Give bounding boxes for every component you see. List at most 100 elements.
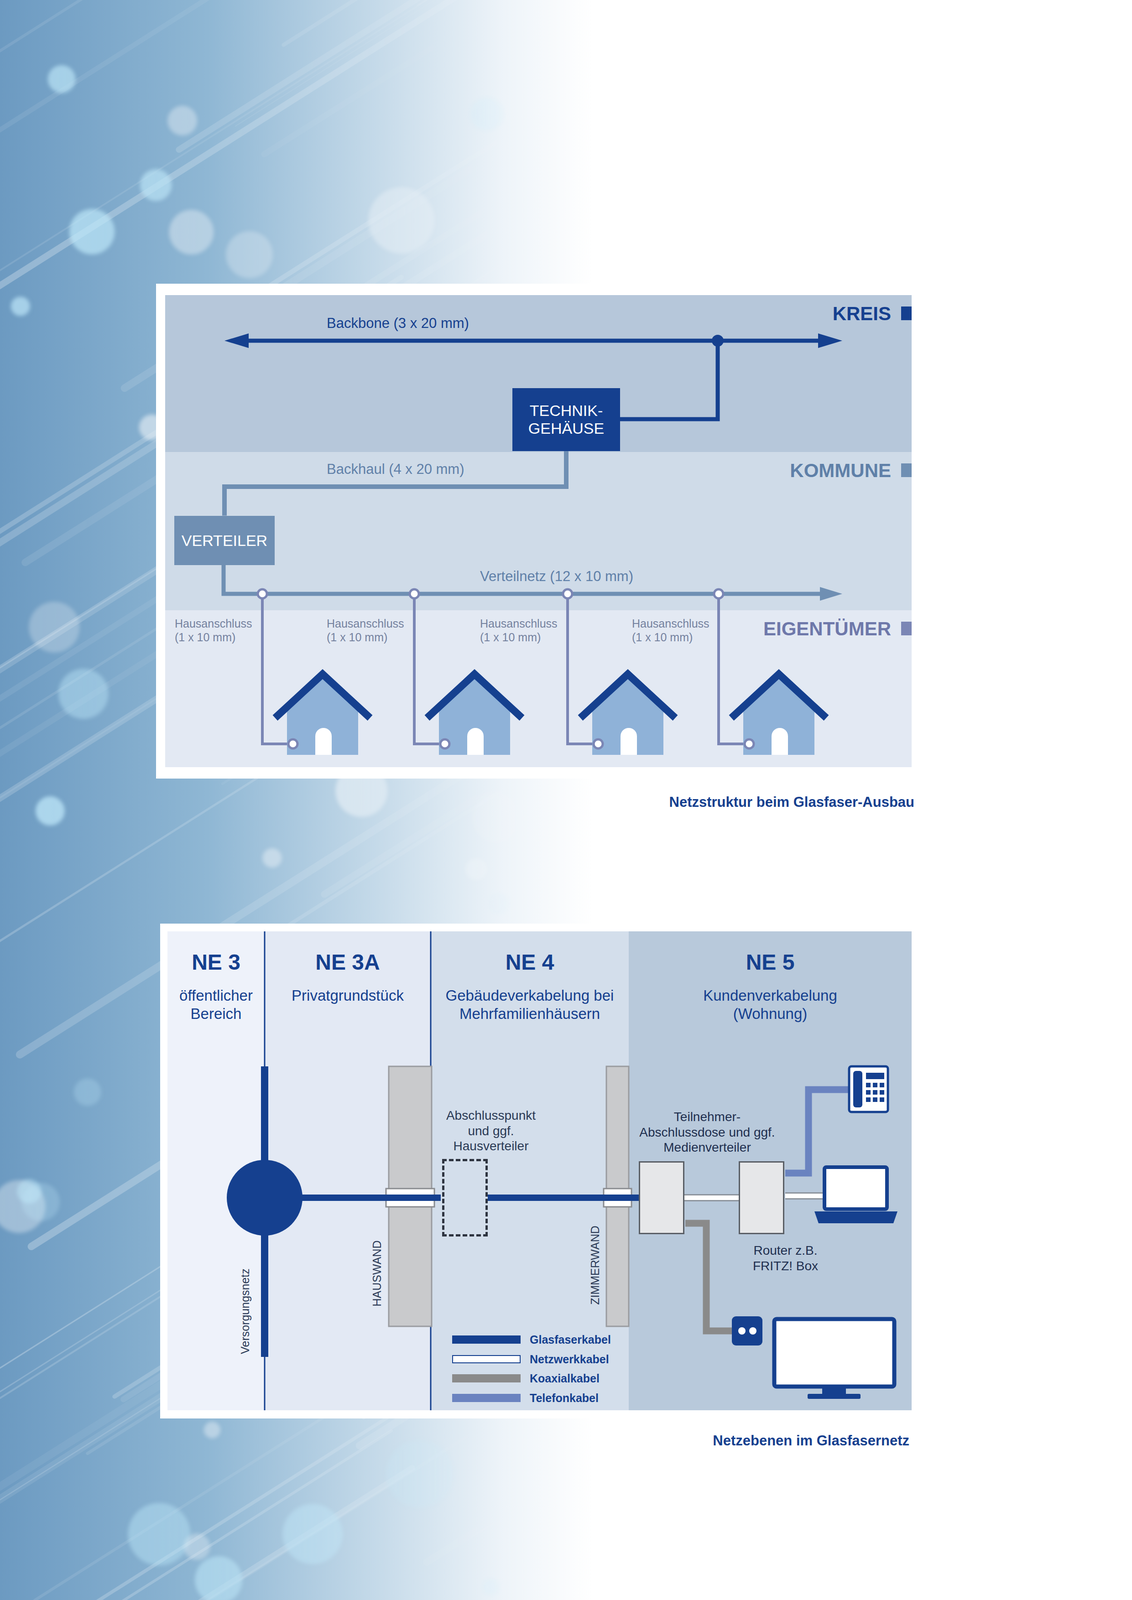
legend-label: Koaxialkabel xyxy=(529,1371,600,1386)
bokeh-dot xyxy=(167,105,198,136)
connection-label: Hausanschluss (1 x 10 mm) xyxy=(479,616,565,645)
level-title: KREIS xyxy=(832,302,892,326)
fiber-cable xyxy=(487,1198,639,1199)
bokeh-dot xyxy=(194,1556,243,1600)
label-anchor: Hausanschluss (1 x 10 mm) xyxy=(326,616,412,645)
level-description: Privatgrundstück xyxy=(268,986,428,1006)
level-title: KOMMUNE xyxy=(789,459,892,483)
tv-socket xyxy=(731,1316,763,1346)
backbone-branch xyxy=(616,340,718,420)
fiber-streak xyxy=(323,0,1009,313)
network-cable xyxy=(684,1198,739,1199)
level-band: KREIS TECHNIK- GEHÄUSE xyxy=(165,295,912,453)
junction-dot xyxy=(714,589,724,599)
router-box: Router z.B. FRITZ! Box xyxy=(738,1161,785,1235)
backbone-line xyxy=(244,339,823,344)
diagram-frame xyxy=(160,923,918,1419)
wall-label: ZIMMERWAND xyxy=(588,1225,602,1306)
legend-swatch xyxy=(452,1335,521,1345)
figure-caption: Netzebenen im Glasfasernetz xyxy=(712,1432,910,1450)
bokeh-dot xyxy=(58,668,109,720)
level-description: Gebäudeverkabelung bei Mehrfamilienhäuse… xyxy=(434,986,626,1023)
level-description: Kundenverkabelung (Wohnung) xyxy=(688,986,853,1023)
house-icon xyxy=(731,674,827,756)
bokeh-dot xyxy=(17,1179,42,1205)
level-description: öffentlicher Bereich xyxy=(171,986,261,1023)
phone-cable xyxy=(785,1090,850,1174)
fiber-cable xyxy=(298,1194,441,1202)
box-label: TECHNIK- GEHÄUSE xyxy=(525,401,608,438)
socket-hole xyxy=(738,1327,746,1336)
bokeh-dot xyxy=(470,97,504,131)
legend-label: Telefonkabel xyxy=(529,1391,599,1406)
fiber-streak xyxy=(235,0,920,127)
fiber-streak xyxy=(0,1431,392,1600)
level-heading: NE 3A xyxy=(268,949,428,976)
legend-row: Glasfaserkabel xyxy=(452,1333,611,1347)
bokeh-dot xyxy=(203,1422,221,1439)
bokeh-dot xyxy=(385,1440,454,1509)
junction-dot xyxy=(409,589,419,599)
phone-icon xyxy=(849,1066,888,1113)
bokeh-dot xyxy=(169,209,214,255)
arrow-head xyxy=(819,587,843,601)
connection-label: Hausanschluss (1 x 10 mm) xyxy=(326,616,412,645)
legend-label: Netzwerkkabel xyxy=(529,1352,610,1367)
tv-stand xyxy=(822,1387,846,1396)
bokeh-dot xyxy=(10,296,31,316)
line-label: Versorgungsnetz xyxy=(238,1268,252,1355)
fiber-streak xyxy=(0,0,618,313)
termination-point-box: Abschlusspunkt und ggf. Hausverteiler xyxy=(442,1159,488,1237)
label-anchor: Hausanschluss (1 x 10 mm) xyxy=(479,616,565,645)
bokeh-dot xyxy=(140,169,172,201)
distributor-box: VERTEILER xyxy=(174,516,275,566)
label-anchor: Netzstruktur beim Glasfaser-Ausbau xyxy=(669,793,915,811)
fiber-streak xyxy=(417,0,1103,6)
legend-row: Koaxialkabel xyxy=(452,1371,600,1386)
supply-node xyxy=(226,1160,303,1237)
figure-caption: Netzstruktur beim Glasfaser-Ausbau xyxy=(669,793,915,811)
fiber-streak xyxy=(0,0,504,51)
cable-label: Backbone (3 x 20 mm) xyxy=(326,314,470,332)
legend-row: Telefonkabel xyxy=(452,1391,599,1406)
house-icon xyxy=(427,674,522,756)
band-marker xyxy=(901,621,912,636)
arrow-head xyxy=(818,333,843,349)
house-icon xyxy=(580,674,676,756)
fiber-streak xyxy=(0,0,658,303)
bokeh-dot xyxy=(482,1579,500,1596)
text-anchor: Abschlusspunkt und ggf. Hausverteiler xyxy=(443,1108,539,1155)
house-connection-line xyxy=(262,594,289,745)
phone-keypad xyxy=(865,1073,885,1103)
house-connection-line xyxy=(567,594,594,745)
legend-label: Glasfaserkabel xyxy=(529,1333,611,1347)
arrow-head xyxy=(224,333,249,349)
legend-swatch xyxy=(452,1355,521,1364)
network-cable xyxy=(684,1194,739,1202)
network-cable xyxy=(785,1194,823,1199)
coax-cable xyxy=(685,1223,732,1332)
subscriber-socket-box: Teilnehmer- Abschlussdose und ggf. Medie… xyxy=(638,1161,685,1235)
backhaul-line xyxy=(224,451,567,517)
tv-icon xyxy=(774,1319,895,1388)
laptop-base xyxy=(814,1211,898,1224)
fiber-streak xyxy=(0,0,538,7)
bokeh-dot xyxy=(465,858,488,881)
wall-label: HAUSWAND xyxy=(370,1241,384,1308)
band-marker xyxy=(901,306,912,321)
connection-label: Hausanschluss (1 x 10 mm) xyxy=(631,616,717,645)
label-anchor: Netzebenen im Glasfasernetz xyxy=(712,1432,910,1450)
label-anchor: Backhaul (4 x 20 mm) xyxy=(326,460,465,478)
bokeh-dot xyxy=(282,1504,343,1565)
fiber-streak xyxy=(487,1402,1132,1600)
tv-stand xyxy=(807,1394,861,1400)
junction-dot xyxy=(711,334,724,347)
band-marker xyxy=(901,463,912,478)
distribution-line xyxy=(223,563,824,595)
level-heading: NE 3 xyxy=(171,949,261,976)
level-heading: NE 4 xyxy=(434,949,626,976)
legend-row: Netzwerkkabel xyxy=(452,1352,610,1367)
network-cable xyxy=(684,1195,739,1201)
